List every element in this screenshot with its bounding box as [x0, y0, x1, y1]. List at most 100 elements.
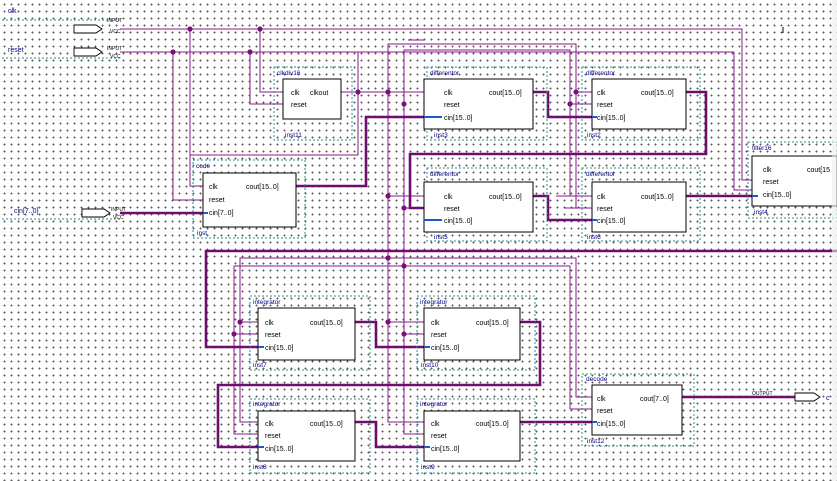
instance-label: inst — [197, 230, 207, 237]
pin-cin: cin[15..0] — [597, 421, 625, 428]
pin-cin: cin[15..0] — [265, 446, 293, 453]
cin-input-tag: INPUT — [111, 207, 126, 213]
bus-wires — [120, 90, 837, 449]
junction-dots — [170, 26, 579, 337]
instance-label: inst7 — [253, 362, 267, 369]
pin-clk: clk — [291, 90, 300, 97]
input-port-clk[interactable]: clk INPUT VCC — [2, 8, 122, 35]
pin-clk: clk — [597, 90, 606, 97]
block-type-label: differentor — [586, 70, 616, 77]
pin-clk: clk — [444, 194, 453, 201]
instance-label: inst8 — [253, 464, 267, 471]
pin-clk: clk — [444, 90, 453, 97]
pin-cout: cout[15 — [807, 167, 830, 174]
pin-cin: cin[15..0] — [597, 218, 625, 225]
pin-clk: clk — [597, 194, 606, 201]
block-differentor-inst6[interactable]: differentor clk reset cin[15..0] cout[15… — [581, 167, 701, 242]
pin-cin: cin[15..0] — [763, 192, 791, 199]
cin-input-vcc: VCC — [113, 215, 124, 221]
block-differentor-inst3[interactable]: differentor clk reset cin[15..0] cout[15… — [423, 66, 548, 141]
block-type-label: integrator — [253, 299, 281, 306]
pin-reset: reset — [431, 332, 447, 339]
pin-cout: cout[15..0] — [476, 421, 509, 428]
pin-cout: cout[15..0] — [641, 194, 674, 201]
pin-cin: cin[7..0] — [209, 210, 234, 217]
pin-reset: reset — [209, 197, 225, 204]
block-integrator-inst7[interactable]: integrator clk reset cin[15..0] cout[15.… — [249, 295, 371, 371]
pin-clk: clk — [265, 320, 274, 327]
block-type-label: clkdiv16 — [277, 70, 301, 77]
input-port-cin[interactable]: cin[7..0] INPUT VCC — [2, 207, 126, 221]
instance-label: inst9 — [421, 464, 435, 471]
block-type-label: differentor — [430, 70, 460, 77]
pin-clk: clk — [265, 421, 274, 428]
instance-label: inst11 — [285, 132, 302, 139]
pin-reset: reset — [444, 102, 460, 109]
instance-label: inst12 — [587, 438, 605, 445]
pin-clk: clk — [209, 184, 218, 191]
pin-reset: reset — [431, 433, 447, 440]
instance-label: inst2 — [587, 132, 601, 139]
clk-input-vcc: VCC — [110, 29, 121, 35]
vertical-scrollbar[interactable] — [832, 0, 837, 481]
pin-clk: clk — [597, 396, 606, 403]
output-signal-label: c — [826, 395, 830, 402]
signal-wires — [120, 28, 752, 435]
block-code[interactable]: code clk reset cin[7..0] cout[15..0] ins… — [192, 159, 306, 239]
pin-reset: reset — [291, 102, 307, 109]
clk-signal-label: clk — [8, 8, 17, 15]
block-type-label: filter16 — [752, 145, 772, 152]
pin-cout: cout[15..0] — [489, 194, 522, 201]
pin-reset: reset — [597, 102, 613, 109]
reset-input-tag: INPUT — [107, 46, 122, 52]
pin-cout: cout[15..0] — [310, 320, 343, 327]
instance-label: inst4 — [754, 209, 768, 216]
block-integrator-inst8[interactable]: integrator clk reset cin[15..0] cout[15.… — [249, 398, 371, 474]
cin-signal-label: cin[7..0] — [14, 208, 39, 215]
block-filter16[interactable]: filter16 clk reset cin[15..0] cout[15 in… — [747, 141, 837, 219]
pin-cin: cin[15..0] — [265, 345, 293, 352]
block-differentor-inst5[interactable]: differentor clk reset cin[15..0] cout[15… — [423, 167, 548, 242]
pin-clk: clk — [763, 167, 772, 174]
block-integrator-inst10[interactable]: integrator clk reset cin[15..0] cout[15.… — [416, 295, 536, 371]
pin-reset: reset — [265, 433, 281, 440]
pin-cout: cout[15..0] — [489, 90, 522, 97]
block-clkdiv16[interactable]: clkdiv16 clk reset clkout inst11 — [273, 66, 353, 141]
pin-clk: clk — [431, 320, 440, 327]
block-type-label: decode — [586, 376, 608, 383]
block-type-label: integrator — [420, 299, 448, 306]
block-differentor-inst2[interactable]: differentor clk reset cin[15..0] cout[15… — [581, 66, 701, 141]
block-type-label: integrator — [420, 401, 448, 408]
pin-cout: cout[15..0] — [246, 184, 279, 191]
block-type-label: code — [196, 163, 210, 170]
pin-cin: cin[15..0] — [444, 218, 472, 225]
instance-label: inst6 — [587, 234, 601, 241]
output-tag: OUTPUT — [752, 391, 773, 397]
block-integrator-inst9[interactable]: integrator clk reset cin[15..0] cout[15.… — [416, 398, 536, 474]
pin-cin: cin[15..0] — [597, 115, 625, 122]
pin-cout: cout[15..0] — [641, 90, 674, 97]
pin-cout: cout[7..0] — [640, 396, 669, 403]
pin-cin: cin[15..0] — [431, 446, 459, 453]
pin-reset: reset — [763, 179, 779, 186]
block-type-label: differentor — [586, 171, 616, 178]
output-port[interactable]: OUTPUT c — [752, 391, 830, 402]
block-type-label: differentor — [430, 171, 460, 178]
reset-signal-label: reset — [8, 47, 24, 54]
clk-input-tag: INPUT — [107, 18, 122, 24]
input-port-reset[interactable]: reset INPUT VCC — [2, 46, 122, 60]
pin-reset: reset — [597, 408, 613, 415]
instance-label: inst3 — [434, 132, 448, 139]
pin-clk: clk — [431, 421, 440, 428]
pin-cin: cin[15..0] — [431, 345, 459, 352]
reset-input-vcc: VCC — [110, 54, 121, 60]
pin-clkout: clkout — [310, 90, 328, 97]
pin-cout: cout[15..0] — [476, 320, 509, 327]
pin-cin: cin[15..0] — [444, 115, 472, 122]
pin-cout: cout[15..0] — [310, 421, 343, 428]
block-decode[interactable]: decode clk reset cin[15..0] cout[7..0] i… — [581, 373, 695, 447]
instance-label: inst5 — [434, 234, 448, 241]
pin-reset: reset — [597, 206, 613, 213]
block-type-label: integrator — [253, 401, 281, 408]
